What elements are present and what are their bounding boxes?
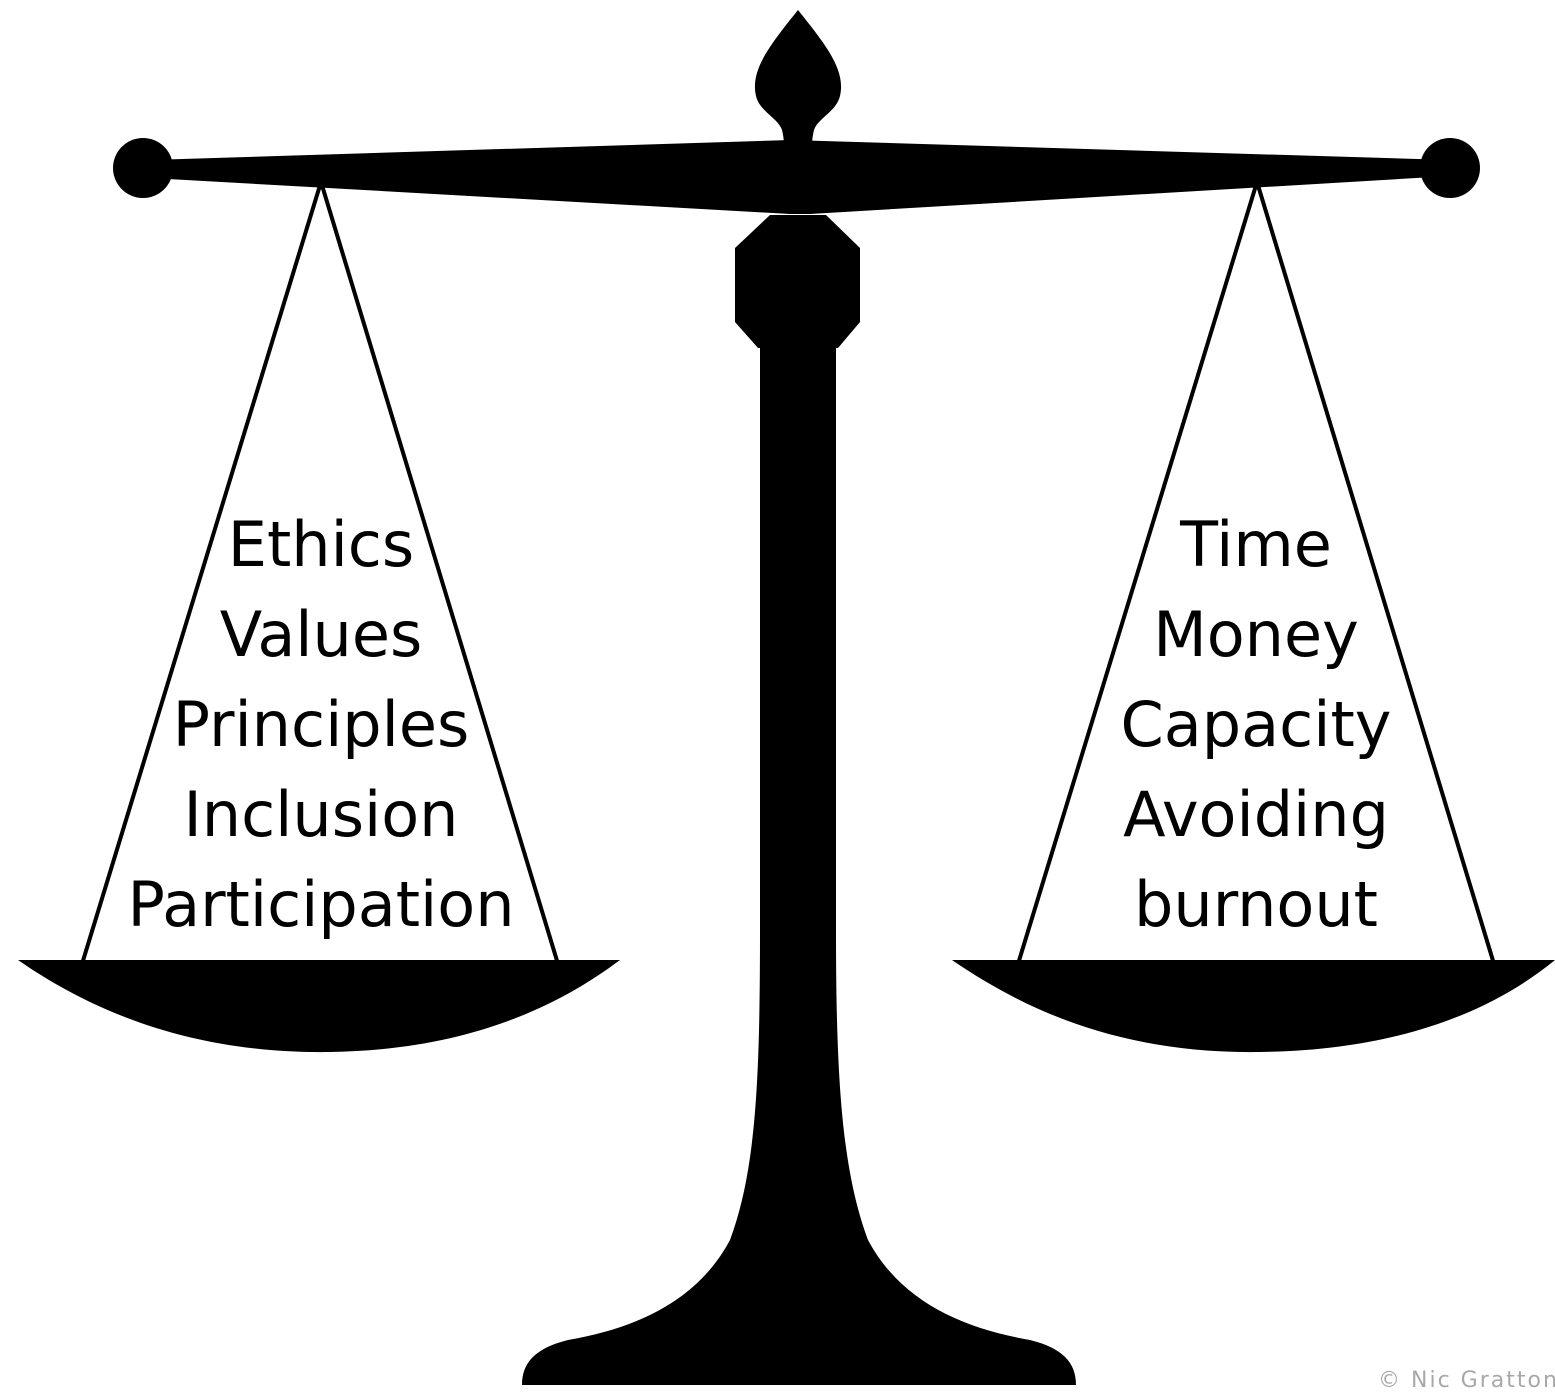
left-pan-word: Values <box>219 598 423 671</box>
left-pan-word: Principles <box>172 688 470 761</box>
right-pan <box>952 960 1555 1053</box>
left-pan-word: Participation <box>127 868 515 941</box>
right-pan-word: Capacity <box>1120 688 1392 761</box>
left-pan-string-inner <box>319 181 560 965</box>
scale-beam <box>150 140 1450 214</box>
left-pan-word-list: Ethics Values Principles Inclusion Parti… <box>111 500 531 950</box>
right-pan-word: Avoiding <box>1123 778 1389 851</box>
scale-finial <box>754 10 842 150</box>
left-pan-word: Ethics <box>227 508 415 581</box>
right-pan-word: Time <box>1180 508 1332 581</box>
left-pan-string-outer <box>80 181 323 965</box>
beam-end-knob-left <box>113 138 173 198</box>
right-pan-string-inner <box>1255 181 1496 965</box>
scale-column <box>522 346 1076 1385</box>
right-pan-word-list: Time Money Capacity Avoiding burnout <box>1046 500 1466 950</box>
left-pan <box>18 960 620 1053</box>
column-collar <box>735 215 860 348</box>
right-pan-string-outer <box>1016 181 1259 965</box>
beam-end-knob-right <box>1420 138 1480 198</box>
right-pan-word: Money <box>1153 598 1359 671</box>
left-pan-word: Inclusion <box>183 778 459 851</box>
copyright-credit: © Nic Gratton <box>1378 1368 1555 1393</box>
right-pan-word: burnout <box>1134 868 1378 941</box>
